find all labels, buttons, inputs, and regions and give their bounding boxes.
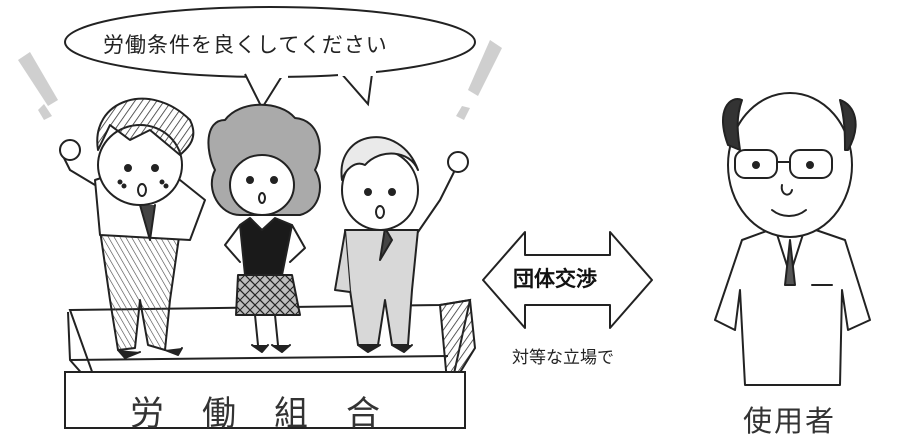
speech-bubble-text: 労働条件を良くしてください [103, 33, 388, 57]
negotiation-sublabel: 対等な立場で [512, 348, 614, 368]
speech-bubble [64, 6, 476, 111]
union-member-1 [59, 97, 206, 359]
double-arrow-icon [482, 231, 653, 329]
employer-figure [714, 92, 871, 386]
excitement-marks-icon [18, 40, 502, 120]
union-label-board [64, 371, 466, 429]
union-member-2 [207, 103, 321, 353]
negotiation-label: 団体交渉 [513, 267, 597, 291]
union-member-3 [334, 136, 469, 353]
employer-label: 使用者 [743, 404, 837, 438]
union-label: 労働組合 [130, 394, 418, 434]
